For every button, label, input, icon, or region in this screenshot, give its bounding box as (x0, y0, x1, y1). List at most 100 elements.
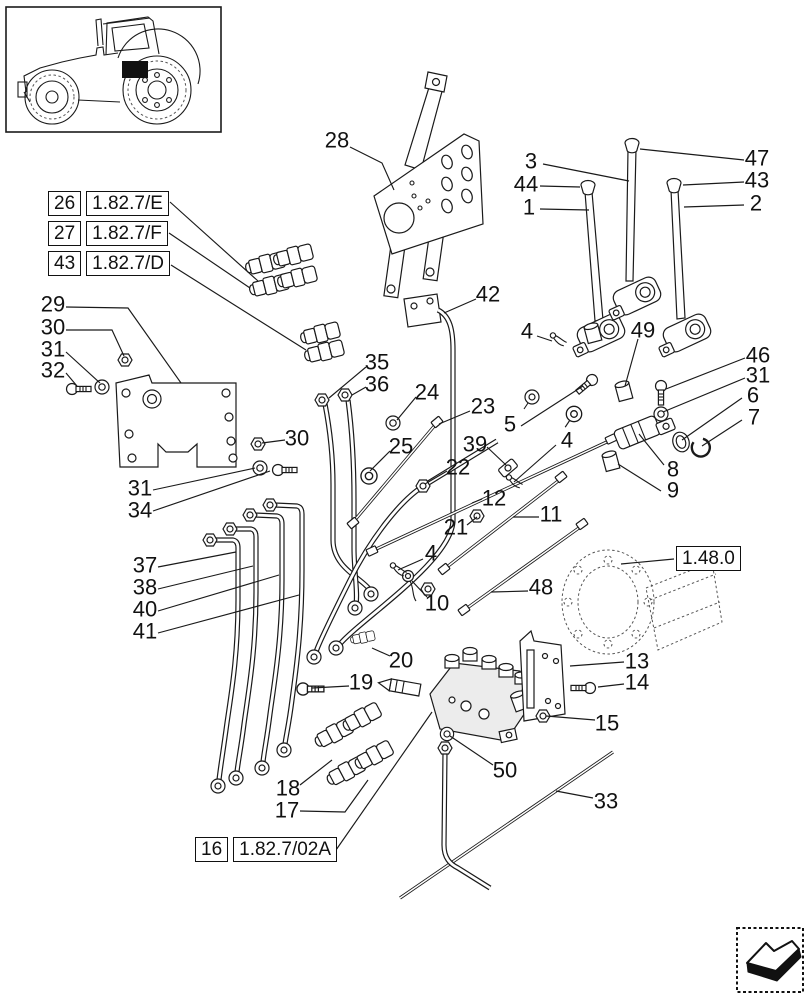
link-eye (523, 389, 540, 410)
coupler-set-upper (243, 242, 319, 300)
ref-box-code[interactable]: 1.82.7/02A (233, 837, 338, 862)
leader-28 (349, 146, 395, 191)
ref-leader-1.48.0 (620, 558, 675, 565)
leader-35 (328, 366, 367, 399)
leader-44 (539, 185, 581, 188)
callout-9: 9 (667, 478, 679, 503)
callout-36: 36 (365, 372, 389, 397)
leader-32 (65, 372, 78, 387)
callout-32: 32 (41, 358, 65, 383)
leader-36 (351, 386, 367, 396)
callout-3: 3 (525, 149, 537, 174)
seal-ring (672, 431, 690, 453)
leader-30 (261, 439, 286, 444)
ref-leader-16 (335, 711, 433, 851)
callout-41: 41 (133, 619, 157, 644)
tractor-thumbnail (5, 6, 222, 133)
leader-22 (424, 470, 448, 485)
callout-14: 14 (625, 670, 649, 695)
leader-43 (682, 181, 745, 186)
leader-1 (539, 208, 590, 211)
callout-7: 7 (748, 405, 760, 430)
callout-46: 46 (746, 343, 770, 368)
control-rods (346, 415, 618, 617)
ref-leader-27 (168, 232, 251, 289)
callout-30: 30 (41, 315, 65, 340)
callout-42: 42 (476, 282, 500, 307)
leader-31 (152, 467, 256, 491)
callout-4: 4 (521, 319, 533, 344)
callout-29: 29 (41, 292, 65, 317)
leader-14 (597, 683, 625, 688)
callout-33: 33 (594, 789, 618, 814)
callout-47: 47 (745, 146, 769, 171)
leader-23 (438, 410, 471, 425)
callout-1: 1 (523, 195, 535, 220)
hydraulic-pipes (202, 293, 614, 900)
ref-box-code[interactable]: 1.82.7/E (86, 191, 169, 216)
leader-17 (299, 779, 369, 813)
fasteners (65, 321, 712, 723)
leader-41 (157, 594, 300, 634)
callout-21: 21 (444, 515, 468, 540)
mounting-bracket-plate (115, 374, 238, 468)
ref-box-1.48.0[interactable]: 1.48.0 (676, 546, 741, 571)
leader-7 (701, 419, 743, 447)
leader-8 (638, 433, 665, 466)
callout-17: 17 (275, 798, 299, 823)
callout-44: 44 (514, 172, 538, 197)
callout-6: 6 (747, 383, 759, 408)
callout-2: 2 (750, 191, 762, 216)
leader-33 (555, 790, 594, 799)
callout-22: 22 (446, 455, 470, 480)
callout-37: 37 (133, 553, 157, 578)
callout-43: 43 (745, 168, 769, 193)
ref-leader-26 (169, 201, 259, 282)
support-plate (519, 629, 566, 722)
ref-box-code[interactable]: 1.82.7/D (86, 251, 170, 276)
leader-4 (536, 335, 553, 342)
ref-leader-43 (170, 264, 307, 351)
callout-35: 35 (365, 350, 389, 375)
eyelet-link (401, 569, 417, 602)
callout-8: 8 (667, 457, 679, 482)
ref-box-number[interactable]: 26 (48, 191, 82, 216)
leader-37 (157, 551, 237, 568)
nav-back-icon[interactable] (736, 927, 804, 993)
leader-34 (152, 470, 271, 512)
callout-11: 11 (540, 502, 563, 527)
callout-4: 4 (425, 541, 437, 566)
callout-18: 18 (276, 776, 300, 801)
leader-6 (681, 397, 743, 441)
leader-31 (65, 351, 101, 384)
leader-47 (639, 148, 745, 161)
callout-12: 12 (482, 486, 506, 511)
ref-box-number[interactable]: 27 (48, 221, 82, 246)
callout-13: 13 (625, 649, 649, 674)
callout-5: 5 (504, 412, 516, 437)
callout-15: 15 (595, 711, 619, 736)
leader-3 (542, 163, 630, 182)
ref-box-number[interactable]: 43 (48, 251, 82, 276)
leader-31 (662, 377, 746, 413)
ref-box-code[interactable]: 1.48.0 (676, 546, 741, 571)
callout-39: 39 (463, 432, 487, 457)
ref-box-code[interactable]: 1.82.7/F (86, 221, 168, 246)
snap-ring (690, 437, 712, 458)
callout-30: 30 (285, 426, 309, 451)
ref-box-number[interactable]: 16 (195, 837, 229, 862)
callout-49: 49 (631, 318, 655, 343)
coupler-set-lower (298, 320, 346, 366)
callout-38: 38 (133, 575, 157, 600)
callout-40: 40 (133, 597, 157, 622)
callout-10: 10 (425, 591, 449, 616)
leader-42 (443, 298, 477, 314)
control-levers (565, 137, 714, 359)
callout-34: 34 (128, 498, 152, 523)
leader-40 (157, 574, 280, 612)
